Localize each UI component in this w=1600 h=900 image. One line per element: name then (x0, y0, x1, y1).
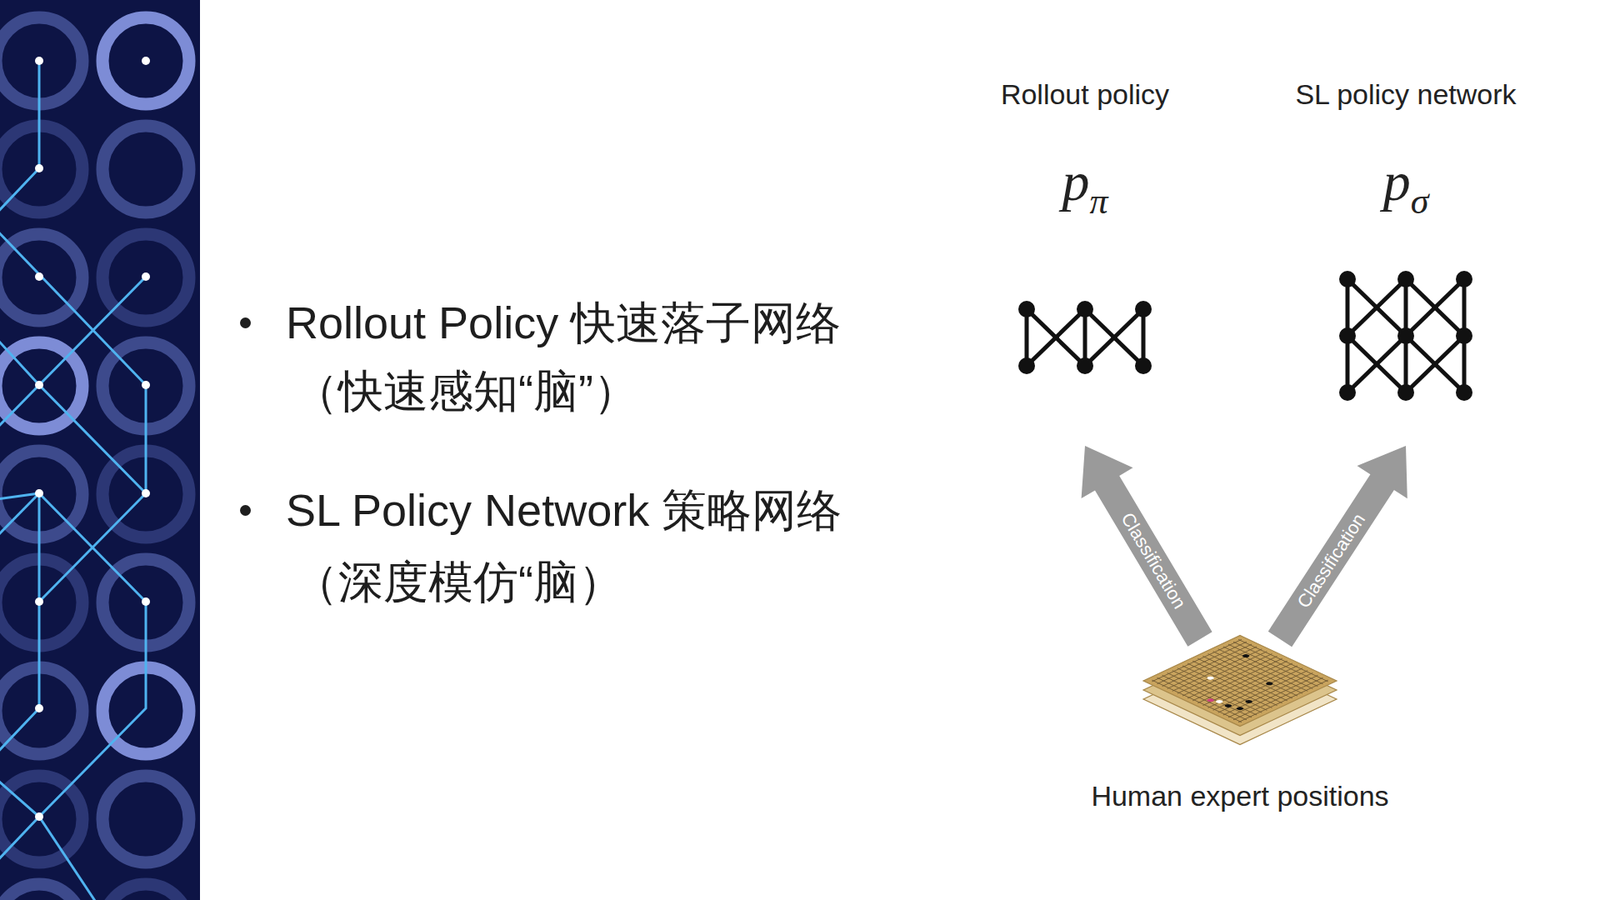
node-illustration (1014, 296, 1156, 382)
network-node: Rollout policy pπ (989, 66, 1181, 446)
bullet-dot (240, 317, 251, 329)
policy-symbol: pσ (1286, 150, 1525, 220)
bullet-text: （快速感知“脑”） (293, 364, 639, 418)
node-title: SL policy network (1286, 77, 1525, 111)
node-title: Rollout policy (989, 77, 1181, 111)
policy-symbol: pπ (989, 150, 1181, 220)
node-illustration (1335, 266, 1477, 409)
bullet-dot (240, 505, 251, 516)
node-label: Human expert positions (1082, 779, 1397, 813)
go-board (1131, 629, 1349, 763)
classification-arrow (1268, 445, 1408, 647)
symbol-subscript: π (1089, 180, 1108, 222)
bullet-text: （深度模仿“脑） (293, 555, 624, 609)
symbol-subscript: σ (1410, 180, 1430, 222)
network-node: SL policy network pσ (1286, 66, 1525, 446)
symbol-letter: p (1383, 150, 1411, 212)
classification-arrow (1081, 445, 1213, 647)
symbol-letter: p (1061, 150, 1090, 212)
decor-band (0, 0, 200, 900)
bullet-text: SL Policy Network 策略网络 (285, 483, 842, 537)
network-icon (1335, 266, 1477, 405)
edge-label: Classification (1116, 509, 1191, 614)
node-illustration (1131, 629, 1349, 766)
edge-label: Classification (1292, 509, 1370, 612)
bullet-text: Rollout Policy 快速落子网络 (285, 295, 841, 350)
board-node: Human expert positions (1082, 629, 1397, 825)
network-icon (1014, 296, 1156, 379)
